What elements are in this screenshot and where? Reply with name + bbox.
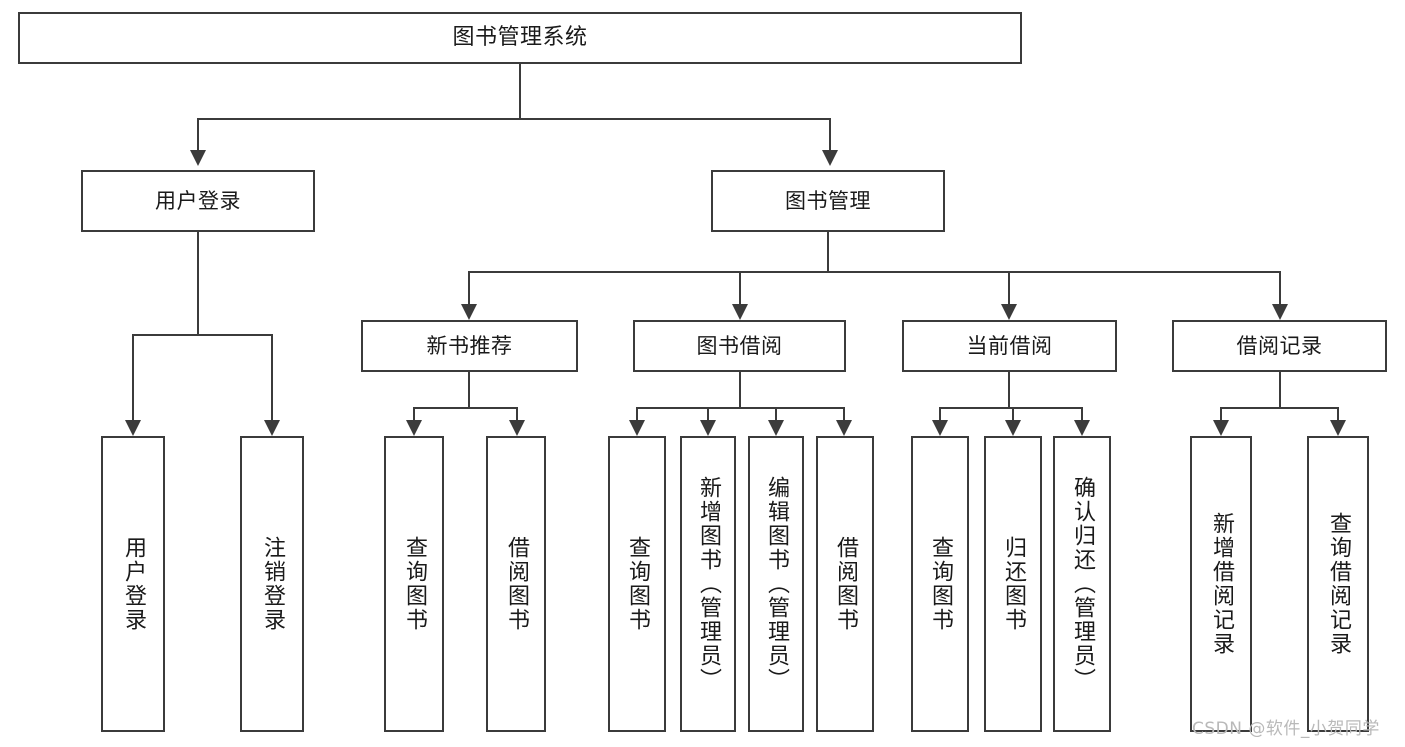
arrow-records-child-1 bbox=[1213, 420, 1229, 436]
node-label: 借阅记录 bbox=[1236, 333, 1323, 358]
node-label: 图书借阅 bbox=[696, 333, 783, 358]
node-root-system[interactable]: 图书管理系统 bbox=[18, 12, 1022, 64]
connector-user-login-stem bbox=[197, 232, 199, 335]
connector-user-login-bus bbox=[132, 334, 272, 336]
arrow-to-leaf-user-login bbox=[125, 420, 141, 436]
arrow-current-child-2 bbox=[1005, 420, 1021, 436]
connector-user-login-drop-1 bbox=[132, 334, 134, 420]
arrow-recommend-child-1 bbox=[406, 420, 422, 436]
node-current-borrow[interactable]: 当前借阅 bbox=[902, 320, 1117, 372]
node-label: 编辑图书（管理员） bbox=[764, 476, 789, 692]
connector-level2-drop-4 bbox=[1279, 271, 1281, 304]
leaf-logout[interactable]: 注销登录 bbox=[240, 436, 304, 732]
connector-records-drop-2 bbox=[1337, 407, 1339, 421]
leaf-confirm-return-admin[interactable]: 确认归还（管理员） bbox=[1053, 436, 1111, 732]
connector-root-stem bbox=[519, 64, 521, 119]
node-label: 用户登录 bbox=[121, 536, 146, 632]
node-label: 图书管理系统 bbox=[452, 25, 588, 51]
node-label: 查询图书 bbox=[928, 536, 953, 632]
node-label: 借阅图书 bbox=[833, 536, 858, 632]
connector-level1-bus bbox=[197, 118, 831, 120]
connector-level1-drop-right bbox=[829, 118, 831, 150]
leaf-edit-book-admin[interactable]: 编辑图书（管理员） bbox=[748, 436, 804, 732]
node-label: 当前借阅 bbox=[966, 333, 1053, 358]
leaf-query-book-recommend[interactable]: 查询图书 bbox=[384, 436, 444, 732]
connector-current-drop-1 bbox=[939, 407, 941, 421]
connector-borrow-bus bbox=[636, 407, 845, 409]
node-label: 查询图书 bbox=[402, 536, 427, 632]
leaf-return-book[interactable]: 归还图书 bbox=[984, 436, 1042, 732]
arrow-to-book-manage bbox=[822, 150, 838, 166]
leaf-borrow-book-recommend[interactable]: 借阅图书 bbox=[486, 436, 546, 732]
node-borrow-records[interactable]: 借阅记录 bbox=[1172, 320, 1387, 372]
connector-level2-drop-2 bbox=[739, 271, 741, 304]
arrow-borrow-child-4 bbox=[836, 420, 852, 436]
arrow-records-child-2 bbox=[1330, 420, 1346, 436]
leaf-query-borrow-record[interactable]: 查询借阅记录 bbox=[1307, 436, 1369, 732]
connector-recommend-drop-2 bbox=[516, 407, 518, 421]
arrow-to-borrow-records bbox=[1272, 304, 1288, 320]
arrow-to-current-borrow bbox=[1001, 304, 1017, 320]
connector-current-drop-3 bbox=[1081, 407, 1083, 421]
leaf-query-book-current[interactable]: 查询图书 bbox=[911, 436, 969, 732]
arrow-current-child-1 bbox=[932, 420, 948, 436]
leaf-user-login[interactable]: 用户登录 bbox=[101, 436, 165, 732]
connector-recommend-stem bbox=[468, 372, 470, 409]
connector-borrow-drop-3 bbox=[775, 407, 777, 421]
leaf-add-book-admin[interactable]: 新增图书（管理员） bbox=[680, 436, 736, 732]
node-label: 新增图书（管理员） bbox=[696, 476, 721, 692]
arrow-borrow-child-2 bbox=[700, 420, 716, 436]
connector-current-bus bbox=[939, 407, 1081, 409]
connector-borrow-drop-2 bbox=[707, 407, 709, 421]
node-label: 归还图书 bbox=[1001, 536, 1026, 632]
node-label: 用户登录 bbox=[155, 188, 241, 213]
connector-level2-bus bbox=[468, 271, 1280, 273]
leaf-query-book-borrow[interactable]: 查询图书 bbox=[608, 436, 666, 732]
node-label: 借阅图书 bbox=[504, 536, 529, 632]
connector-level2-drop-1 bbox=[468, 271, 470, 304]
arrow-to-book-borrow bbox=[732, 304, 748, 320]
connector-current-drop-2 bbox=[1012, 407, 1014, 421]
connector-recommend-bus bbox=[413, 407, 518, 409]
connector-borrow-drop-4 bbox=[843, 407, 845, 421]
arrow-recommend-child-2 bbox=[509, 420, 525, 436]
connector-level1-drop-left bbox=[197, 118, 199, 150]
node-label: 图书管理 bbox=[785, 188, 871, 213]
arrow-current-child-3 bbox=[1074, 420, 1090, 436]
node-book-management[interactable]: 图书管理 bbox=[711, 170, 945, 232]
node-label: 查询借阅记录 bbox=[1326, 512, 1351, 656]
arrow-borrow-child-3 bbox=[768, 420, 784, 436]
connector-current-stem bbox=[1008, 372, 1010, 409]
leaf-borrow-book[interactable]: 借阅图书 bbox=[816, 436, 874, 732]
connector-records-drop-1 bbox=[1220, 407, 1222, 421]
node-label: 注销登录 bbox=[260, 536, 285, 632]
connector-book-manage-stem bbox=[827, 232, 829, 273]
arrow-to-new-book-recommend bbox=[461, 304, 477, 320]
node-label: 确认归还（管理员） bbox=[1070, 476, 1095, 692]
connector-level2-drop-3 bbox=[1008, 271, 1010, 304]
connector-borrow-stem bbox=[739, 372, 741, 409]
arrow-to-leaf-logout bbox=[264, 420, 280, 436]
node-user-login[interactable]: 用户登录 bbox=[81, 170, 315, 232]
node-new-book-recommend[interactable]: 新书推荐 bbox=[361, 320, 578, 372]
arrow-to-user-login bbox=[190, 150, 206, 166]
leaf-add-borrow-record[interactable]: 新增借阅记录 bbox=[1190, 436, 1252, 732]
connector-user-login-drop-2 bbox=[271, 334, 273, 420]
connector-records-stem bbox=[1279, 372, 1281, 409]
node-book-borrow[interactable]: 图书借阅 bbox=[633, 320, 846, 372]
arrow-borrow-child-1 bbox=[629, 420, 645, 436]
node-label: 查询图书 bbox=[625, 536, 650, 632]
csdn-watermark: CSDN @软件_小贺同学 bbox=[1192, 719, 1380, 739]
connector-records-bus bbox=[1220, 407, 1338, 409]
connector-recommend-drop-1 bbox=[413, 407, 415, 421]
node-label: 新增借阅记录 bbox=[1209, 512, 1234, 656]
connector-borrow-drop-1 bbox=[636, 407, 638, 421]
node-label: 新书推荐 bbox=[426, 333, 513, 358]
